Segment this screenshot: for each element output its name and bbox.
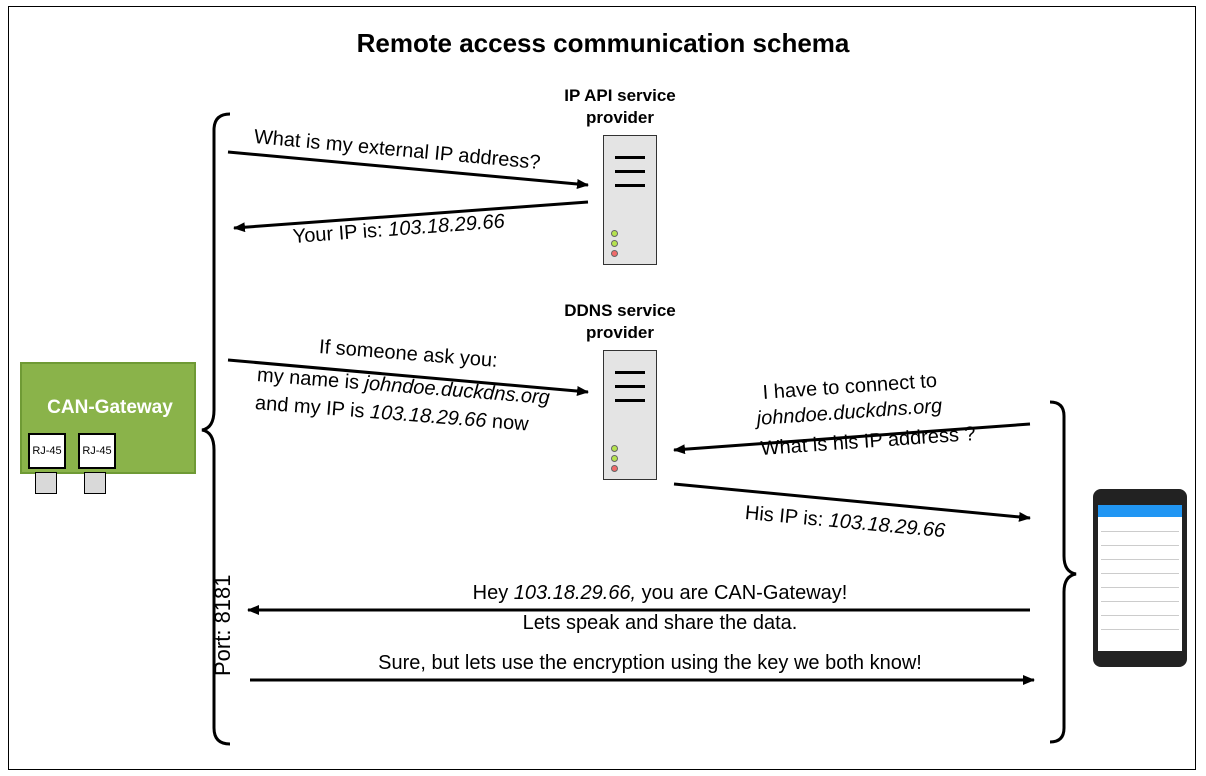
left-brace [201,112,231,746]
arrow-register [227,358,589,397]
diagram-frame [8,6,1196,770]
right-brace [1049,400,1077,744]
port-label: Port: 8181 [210,574,235,676]
msg-hey: Hey 103.18.29.66, you are CAN-Gateway! [472,582,848,604]
arrow-his-ip [673,482,1031,522]
rj45-jack-1-icon [35,472,57,494]
ddns-label-line1: DDNS service [564,301,676,320]
can-gateway-label: CAN-Gateway [47,397,173,418]
arrow-connect [673,422,1031,455]
ip-api-label-line1: IP API service [564,86,676,105]
arrow-ask-ip [227,150,589,189]
diagram-title: Remote access communication schema [356,28,850,58]
rj45-jack-2-icon [84,472,106,494]
msg-sure: Sure, but lets use the encryption using … [378,652,922,674]
ip-api-label-line2: provider [585,108,655,127]
smartphone-icon [1093,489,1187,667]
ip-api-server-icon [603,135,657,265]
rj45-port-2: RJ-45 [78,433,116,469]
msg-lets-speak: Lets speak and share the data. [522,612,798,634]
arrow-your-ip [233,200,589,233]
ddns-label-line2: provider [585,323,655,342]
ddns-server-icon [603,350,657,480]
phone-screen [1098,505,1182,651]
can-gateway-box: CAN-Gateway RJ-45 RJ-45 [20,362,196,474]
rj45-port-1: RJ-45 [28,433,66,469]
